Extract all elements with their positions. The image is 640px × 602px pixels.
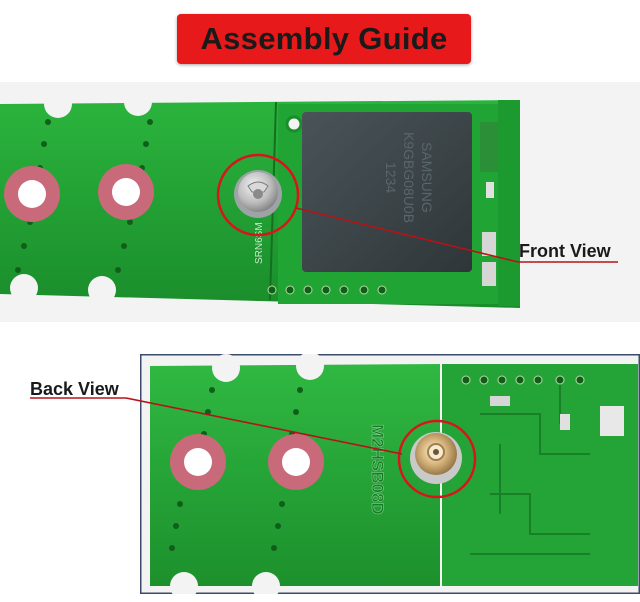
- front-view-label: Front View: [519, 241, 611, 261]
- chip-marking-line-3: 1234: [383, 162, 399, 193]
- title-banner: Assembly Guide: [177, 14, 471, 64]
- board-marking-front: SRN6SM: [254, 222, 265, 264]
- page-title: Assembly Guide: [200, 21, 448, 56]
- back-view-circle: [397, 419, 477, 499]
- nut-icon: [410, 432, 462, 484]
- front-view-circle: [216, 153, 300, 237]
- chip-marking-line-2: K9GBG08U0B: [401, 132, 417, 223]
- screw-icon: [234, 170, 282, 218]
- chip-marking-line-1: SAMSUNG: [419, 142, 435, 213]
- back-view-leader-line: [125, 397, 403, 455]
- board-marking-back: M2HSB08D: [368, 424, 387, 515]
- front-view-leader-line: [295, 207, 519, 263]
- back-view-label: Back View: [30, 379, 119, 399]
- back-view-photo: M2HSB08D: [140, 354, 640, 594]
- front-view-photo: SAMSUNG K9GBG08U0B 1234 SRN6SM: [0, 82, 640, 322]
